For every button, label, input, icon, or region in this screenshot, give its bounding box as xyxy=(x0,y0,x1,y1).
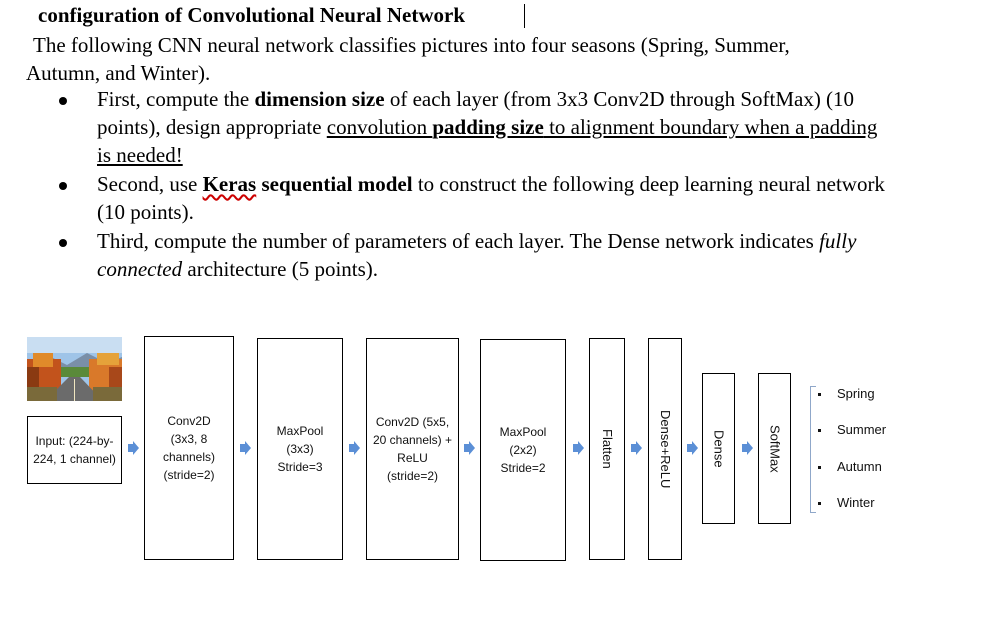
conv2d-1-label: Conv2D (3x3, 8 channels) (stride=2) xyxy=(162,414,216,482)
bullet-icon xyxy=(818,466,821,469)
intro-text: The following CNN neural network classif… xyxy=(26,33,790,85)
arrow-right-icon xyxy=(742,441,753,455)
bullet-2-text-b: to construct the following deep learning… xyxy=(97,172,885,224)
bullet-icon xyxy=(59,182,67,190)
input-label: Input: (224-by-224, 1 channel) xyxy=(33,434,116,466)
output-class-spring: Spring xyxy=(818,386,875,401)
bullet-2-text-a: Second, use xyxy=(97,172,203,196)
dense-layer: Dense xyxy=(702,373,735,524)
arrow-right-icon xyxy=(349,441,360,455)
maxpool-layer-2: MaxPool (2x2) Stride=2 xyxy=(480,339,566,561)
output-class-autumn: Autumn xyxy=(818,459,882,474)
bullet-2-bold-sequential: sequential model xyxy=(261,172,413,196)
conv2d-2-label: Conv2D (5x5, 20 channels) + ReLU (stride… xyxy=(372,415,453,483)
autumn-road-image xyxy=(27,337,122,401)
output-label: Winter xyxy=(837,495,875,510)
arrow-right-icon xyxy=(128,441,139,455)
flatten-layer: Flatten xyxy=(589,338,625,560)
bullet-1-underline-b: to alignment boundary when a padding is … xyxy=(97,115,878,167)
bullet-item-1: First, compute the dimension size of eac… xyxy=(59,85,887,169)
bullet-1-text-a: First, compute the xyxy=(97,87,255,111)
bullet-item-2: Second, use Keras sequential model to co… xyxy=(59,170,887,226)
output-bracket xyxy=(810,386,817,513)
conv2d-layer-2: Conv2D (5x5, 20 channels) + ReLU (stride… xyxy=(366,338,459,560)
dense-relu-label: Dense+ReLU xyxy=(658,409,673,489)
arrow-right-icon xyxy=(631,441,642,455)
bullet-2-bold-keras: Keras xyxy=(202,172,257,196)
bullet-icon xyxy=(818,393,821,396)
bullet-icon xyxy=(59,97,67,105)
bullet-icon xyxy=(59,239,67,247)
softmax-label: SoftMax xyxy=(767,424,783,473)
bullet-3-text-a: Third, compute the number of parameters … xyxy=(97,229,820,253)
maxpool-2-label: MaxPool (2x2) Stride=2 xyxy=(499,425,547,475)
arrow-right-icon xyxy=(240,441,251,455)
bullet-1-underline-a: convolution xyxy=(326,115,433,139)
dense-relu-layer: Dense+ReLU xyxy=(648,338,682,560)
input-box: Input: (224-by-224, 1 channel) xyxy=(27,416,122,484)
output-label: Autumn xyxy=(837,459,882,474)
arrow-right-icon xyxy=(687,441,698,455)
conv2d-layer-1: Conv2D (3x3, 8 channels) (stride=2) xyxy=(144,336,234,560)
output-label: Summer xyxy=(837,422,887,437)
bullet-icon xyxy=(818,502,821,505)
intro-paragraph: The following CNN neural network classif… xyxy=(26,31,826,87)
softmax-layer: SoftMax xyxy=(758,373,791,524)
output-class-winter: Winter xyxy=(818,495,875,510)
dense-label: Dense xyxy=(711,429,727,468)
maxpool-layer-1: MaxPool (3x3) Stride=3 xyxy=(257,338,343,560)
bullet-3-text-b: architecture (5 points). xyxy=(182,257,379,281)
output-label: Spring xyxy=(837,386,875,401)
bullet-1-text-b: of each layer (from 3x3 Conv2D through S… xyxy=(97,87,855,139)
document-title: configuration of Convolutional Neural Ne… xyxy=(38,3,465,27)
bullet-item-3: Third, compute the number of parameters … xyxy=(59,227,887,283)
bullet-3-italic: fully connected xyxy=(97,229,857,281)
output-class-summer: Summer xyxy=(818,422,887,437)
maxpool-1-label: MaxPool (3x3) Stride=3 xyxy=(276,424,324,474)
bullet-1-bold-padding: padding size xyxy=(432,115,544,139)
bullet-icon xyxy=(818,429,821,432)
bullet-1-bold-dimension: dimension size xyxy=(254,87,385,111)
arrow-right-icon xyxy=(573,441,584,455)
arrow-right-icon xyxy=(464,441,475,455)
flatten-label: Flatten xyxy=(600,429,615,469)
text-cursor xyxy=(524,4,525,28)
